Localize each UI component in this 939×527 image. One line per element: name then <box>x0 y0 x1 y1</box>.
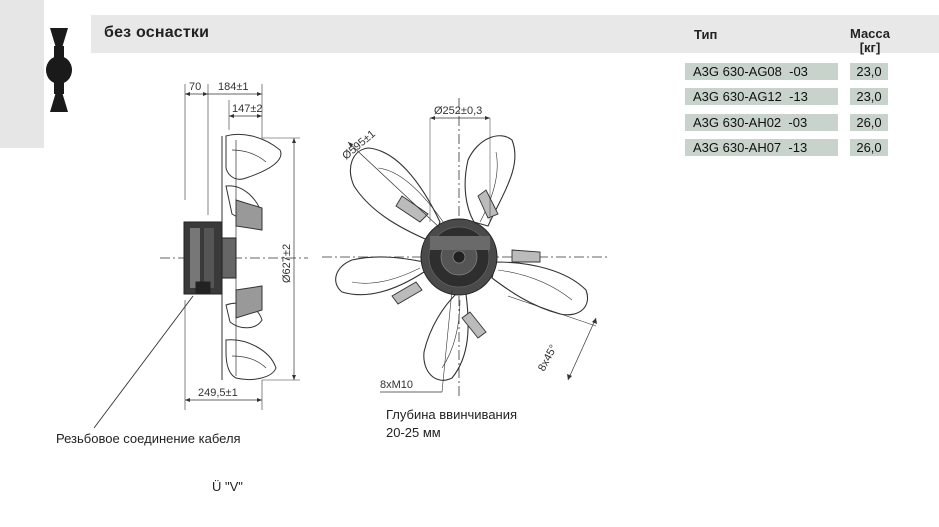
mass-cell: 26,0 <box>850 139 888 156</box>
mass-cell: 23,0 <box>850 88 888 105</box>
thread-depth-value: 20-25 мм <box>386 425 441 440</box>
dim-147: 147±2 <box>232 103 263 115</box>
dim-70: 70 <box>189 81 201 93</box>
cable-gland-label: Резьбовое соединение кабеля <box>56 431 241 446</box>
column-header-type: Тип <box>694 27 718 42</box>
dim-595: Ø595±1 <box>340 128 378 162</box>
column-header-mass: Масса [кг] <box>849 26 891 55</box>
mass-cell: 23,0 <box>850 63 888 80</box>
type-cell: A3G 630-AH02 -03 <box>685 114 838 131</box>
type-cell: A3G 630-AG12 -13 <box>685 88 838 105</box>
view-label: Ü "V" <box>212 479 243 494</box>
type-cell: A3G 630-AH07 -13 <box>685 139 838 156</box>
guard-struts <box>391 189 541 339</box>
dim-45deg: 8x45° <box>536 343 560 374</box>
front-view-arrows <box>348 116 597 380</box>
dim-252: Ø252±0,3 <box>434 105 482 117</box>
dim-184: 184±1 <box>218 81 249 93</box>
side-view <box>93 84 308 429</box>
fan-icon <box>46 28 72 112</box>
side-view-arrows <box>185 92 296 402</box>
front-view <box>322 98 610 398</box>
thread-depth-label: Глубина ввинчивания <box>386 407 518 422</box>
dim-m10: 8xM10 <box>380 379 413 391</box>
section-title: без оснастки <box>104 24 210 41</box>
left-tab-band <box>0 0 44 148</box>
type-cell: A3G 630-AG08 -03 <box>685 63 838 80</box>
header-band <box>91 15 939 53</box>
dim-627: Ø627±2 <box>281 244 293 283</box>
mass-cell: 26,0 <box>850 114 888 131</box>
dim-249: 249,5±1 <box>198 387 238 399</box>
